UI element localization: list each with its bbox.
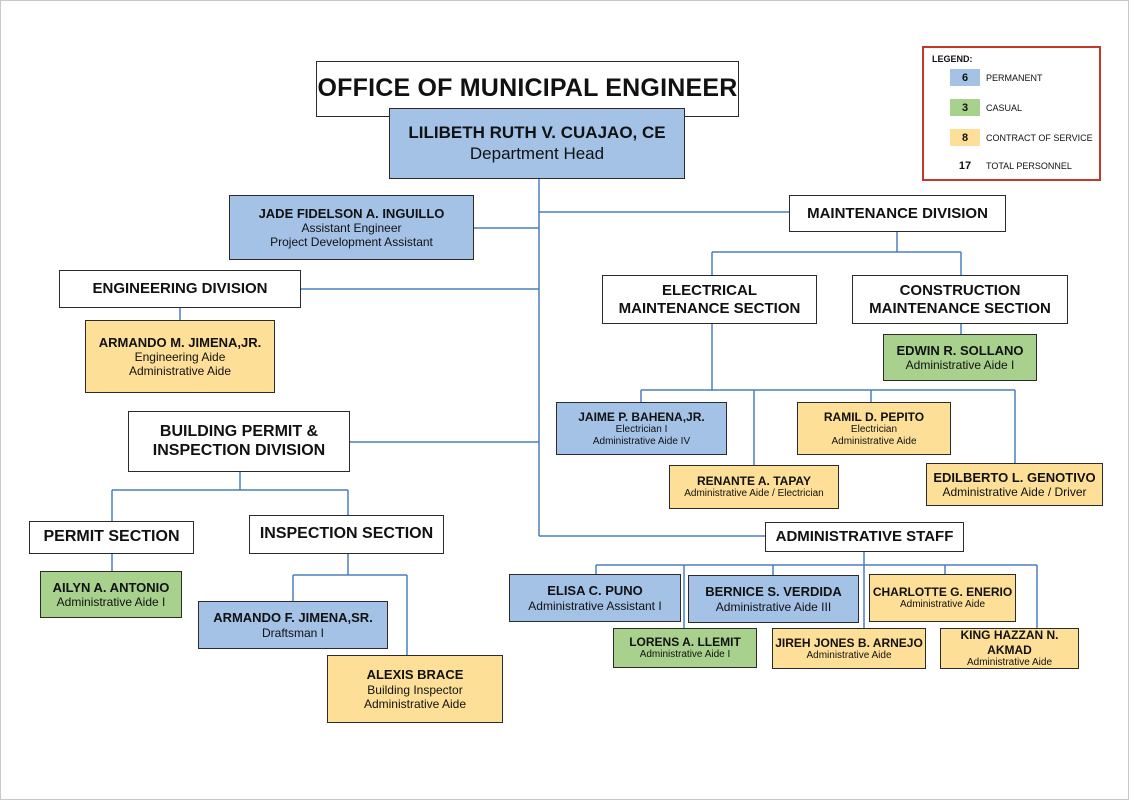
legend-label: PERMANENT <box>986 72 1043 83</box>
person-role: Administrative Aide I <box>56 595 166 610</box>
division-title: ADMINISTRATIVE STAFF <box>775 528 954 546</box>
building-permit-division-box: BUILDING PERMIT & INSPECTION DIVISION <box>128 411 350 472</box>
section-title: INSPECTION SECTION <box>259 525 434 543</box>
person-role: Administrative Aide IV <box>592 435 691 447</box>
section-title: ELECTRICAL <box>662 281 757 299</box>
person-name: JIREH JONES B. ARNEJO <box>775 635 923 650</box>
contract-swatch: 8 <box>950 129 980 146</box>
person-role: Draftsman I <box>261 625 324 640</box>
department-head-name: LILIBETH RUTH V. CUAJAO, CE <box>408 123 666 143</box>
legend-contract: 8 CONTRACT OF SERVICE <box>950 129 1093 146</box>
person-role: Electrician I <box>615 423 668 435</box>
admin-staff-box: JIREH JONES B. ARNEJO Administrative Aid… <box>772 628 926 669</box>
electrician-box: RAMIL D. PEPITO Electrician Administrati… <box>797 402 951 455</box>
person-name: ALEXIS BRACE <box>366 667 464 683</box>
person-name: LORENS A. LLEMIT <box>629 635 741 650</box>
person-name: EDWIN R. SOLLANO <box>896 342 1024 358</box>
person-role: Administrative Aide / Driver <box>942 485 1087 500</box>
section-title: CONSTRUCTION <box>899 281 1021 299</box>
admin-staff-box: CHARLOTTE G. ENERIO Administrative Aide <box>869 574 1016 622</box>
person-role: Building Inspector <box>367 682 463 697</box>
electrician-box: RENANTE A. TAPAY Administrative Aide / E… <box>669 465 839 509</box>
division-title: INSPECTION DIVISION <box>152 441 326 459</box>
legend-permanent: 6 PERMANENT <box>950 69 1043 86</box>
draftsman-box: ARMANDO F. JIMENA,SR. Draftsman I <box>198 601 388 649</box>
legend-casual: 3 CASUAL <box>950 99 1022 116</box>
permit-staff-box: AILYN A. ANTONIO Administrative Aide I <box>40 571 182 618</box>
section-title: MAINTENANCE SECTION <box>618 299 801 317</box>
construction-staff-box: EDWIN R. SOLLANO Administrative Aide I <box>883 334 1037 381</box>
legend-total: 17 TOTAL PERSONNEL <box>950 157 1072 174</box>
person-role: Administrative Aide I <box>905 358 1015 373</box>
construction-section-box: CONSTRUCTION MAINTENANCE SECTION <box>852 275 1068 324</box>
electrician-box: JAIME P. BAHENA,JR. Electrician I Admini… <box>556 402 727 455</box>
person-name: CHARLOTTE G. ENERIO <box>872 585 1013 600</box>
person-name: JADE FIDELSON A. INGUILLO <box>258 205 445 221</box>
person-name: ARMANDO M. JIMENA,JR. <box>98 334 262 350</box>
assistant-engineer-box: JADE FIDELSON A. INGUILLO Assistant Engi… <box>229 195 474 260</box>
person-role: Administrative Aide <box>806 649 892 661</box>
admin-staff-box: ELISA C. PUNO Administrative Assistant I <box>509 574 681 622</box>
legend: LEGEND: 6 PERMANENT 3 CASUAL 8 CONTRACT … <box>922 46 1101 181</box>
person-role: Administrative Aide I <box>639 649 731 661</box>
person-name: JAIME P. BAHENA,JR. <box>578 409 705 424</box>
engineering-aide-box: ARMANDO M. JIMENA,JR. Engineering Aide A… <box>85 320 275 393</box>
total-count: 17 <box>958 159 972 172</box>
admin-staff-box: KING HAZZAN N. AKMAD Administrative Aide <box>940 628 1079 669</box>
person-role: Administrative Aide <box>831 435 917 447</box>
person-name: AILYN A. ANTONIO <box>52 579 170 595</box>
person-role: Administrative Assistant I <box>528 598 662 613</box>
person-name: ELISA C. PUNO <box>547 583 643 599</box>
person-role: Assistant Engineer <box>301 221 402 235</box>
inspection-section-box: INSPECTION SECTION <box>249 515 444 554</box>
admin-staff-box: LORENS A. LLEMIT Administrative Aide I <box>613 628 757 668</box>
section-title: PERMIT SECTION <box>43 528 180 546</box>
section-title: MAINTENANCE SECTION <box>869 299 1051 317</box>
person-role: Engineering Aide <box>134 350 226 364</box>
department-head-box: LILIBETH RUTH V. CUAJAO, CE Department H… <box>389 108 685 179</box>
building-inspector-box: ALEXIS BRACE Building Inspector Administ… <box>327 655 503 723</box>
permit-section-box: PERMIT SECTION <box>29 521 194 554</box>
legend-label: CONTRACT OF SERVICE <box>986 132 1093 143</box>
office-title: OFFICE OF MUNICIPAL ENGINEER <box>317 74 738 103</box>
legend-label: CASUAL <box>986 102 1023 113</box>
person-role: Administrative Aide <box>899 599 986 611</box>
office-title-box: OFFICE OF MUNICIPAL ENGINEER <box>316 61 739 117</box>
administrative-staff-box: ADMINISTRATIVE STAFF <box>765 522 964 552</box>
legend-label: TOTAL PERSONNEL <box>986 160 1072 171</box>
maintenance-division-box: MAINTENANCE DIVISION <box>789 195 1006 232</box>
person-name: KING HAZZAN N. AKMAD <box>960 628 1059 657</box>
permanent-swatch: 6 <box>950 69 980 86</box>
person-role: Project Development Assistant <box>270 235 433 250</box>
casual-swatch: 3 <box>950 99 980 116</box>
department-head-role: Department Head <box>469 143 605 163</box>
admin-staff-box: BERNICE S. VERDIDA Administrative Aide I… <box>688 575 859 623</box>
division-title: BUILDING PERMIT & <box>159 422 319 440</box>
engineering-division-box: ENGINEERING DIVISION <box>59 270 301 308</box>
person-role: Administrative Aide / Electrician <box>684 488 824 500</box>
division-title: ENGINEERING DIVISION <box>92 280 268 298</box>
electrical-section-box: ELECTRICAL MAINTENANCE SECTION <box>602 275 817 324</box>
driver-box: EDILBERTO L. GENOTIVO Administrative Aid… <box>926 463 1103 506</box>
person-name: BERNICE S. VERDIDA <box>705 584 842 600</box>
person-role: Administrative Aide <box>966 656 1053 668</box>
person-name: RAMIL D. PEPITO <box>823 409 925 424</box>
person-name: EDILBERTO L. GENOTIVO <box>933 469 1096 485</box>
person-role: Administrative Aide <box>363 696 467 711</box>
person-name: RENANTE A. TAPAY <box>696 474 811 489</box>
person-role: Administrative Aide <box>128 364 232 379</box>
person-role: Electrician <box>850 423 898 435</box>
person-role: Administrative Aide III <box>715 599 832 614</box>
division-title: MAINTENANCE DIVISION <box>807 204 988 222</box>
person-name: ARMANDO F. JIMENA,SR. <box>213 610 373 626</box>
legend-title: LEGEND: <box>932 54 973 64</box>
